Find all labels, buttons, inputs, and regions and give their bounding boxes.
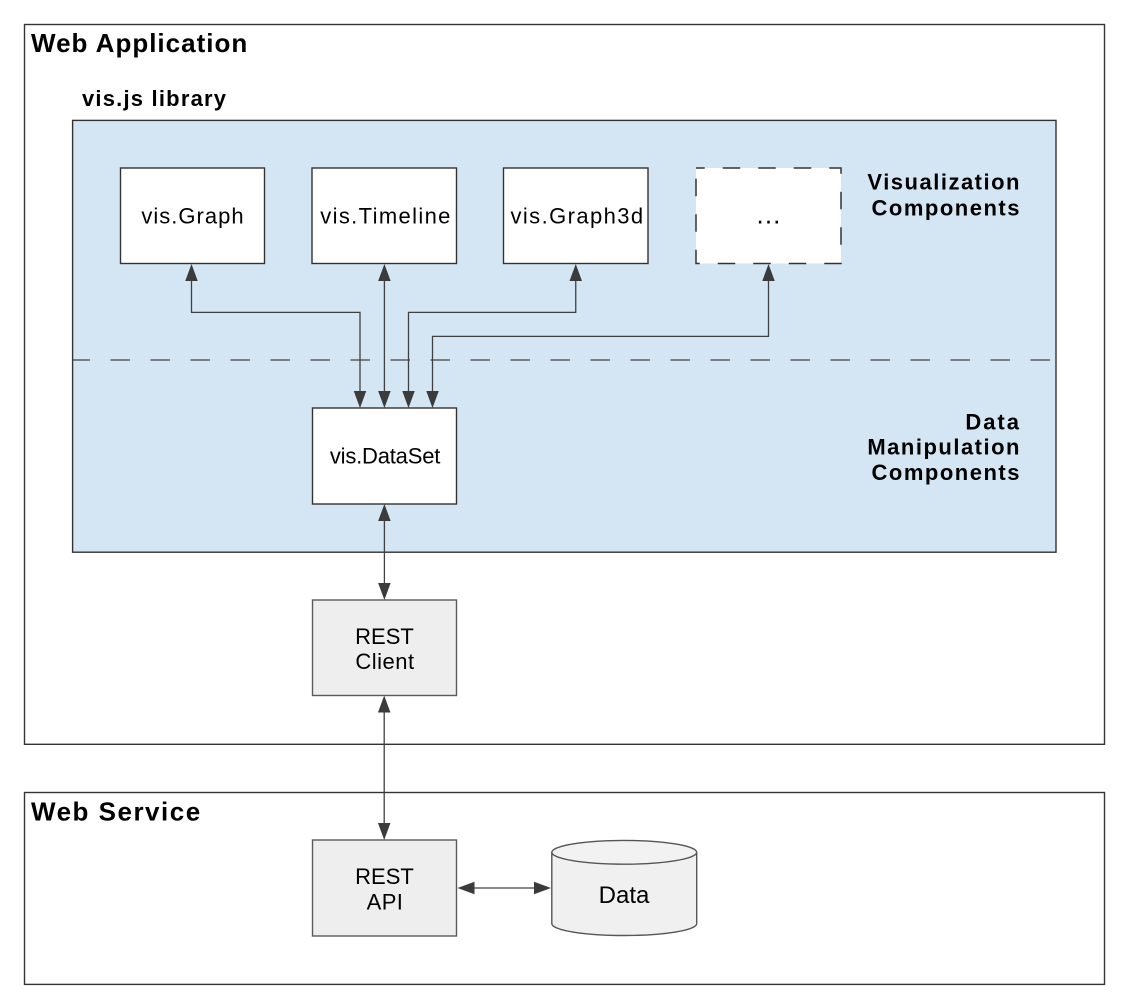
svg-text:vis.Graph: vis.Graph	[141, 203, 244, 228]
svg-text:Visualization: Visualization	[867, 169, 1021, 194]
svg-text:API: API	[367, 890, 404, 915]
svg-text:vis.js library: vis.js library	[82, 86, 227, 111]
svg-text:Components: Components	[872, 196, 1021, 221]
svg-text:Client: Client	[355, 649, 414, 674]
svg-text:Manipulation: Manipulation	[867, 435, 1021, 460]
svg-text:Components: Components	[872, 460, 1021, 485]
svg-text:REST: REST	[355, 864, 414, 889]
svg-text:vis.Graph3d: vis.Graph3d	[510, 203, 644, 228]
svg-text:vis.Timeline: vis.Timeline	[320, 203, 452, 228]
svg-text:vis.DataSet: vis.DataSet	[330, 444, 440, 469]
svg-text:...: ...	[757, 199, 782, 229]
svg-text:Web Application: Web Application	[31, 28, 248, 58]
svg-text:Data: Data	[599, 882, 650, 909]
svg-text:Web Service: Web Service	[31, 797, 202, 827]
svg-text:Data: Data	[965, 409, 1021, 434]
svg-text:REST: REST	[355, 624, 414, 649]
